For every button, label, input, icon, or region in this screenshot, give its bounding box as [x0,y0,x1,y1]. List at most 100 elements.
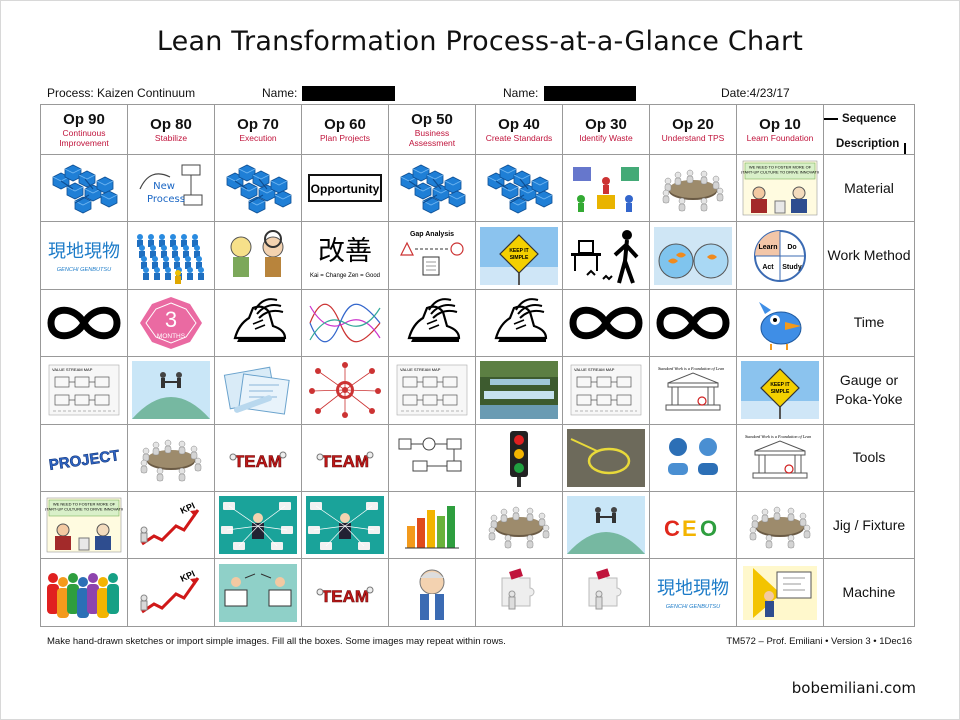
chart-cell [562,153,650,223]
op-code: Op 40 [498,116,540,133]
instructions-footnote: Make hand-drawn sketches or import simpl… [47,636,506,647]
svg-text:Standard Work is a Foundation: Standard Work is a Foundation of Lean [745,434,811,439]
team-text-icon: TEAM [306,429,384,487]
lean-house-icon: Standard Work is a Foundation of Lean [741,429,819,487]
row-description-label: Gauge or Poka-Yoke [823,356,915,425]
chart-cell: TEAM [214,423,302,492]
chart-cell: Learn Do Act Study [736,221,824,290]
chart-cell: 改善 Kai = Change Zen = Good [301,221,389,290]
infinity-icon [567,294,645,352]
infinity-icon [654,294,732,352]
chart-cell [649,288,737,358]
svg-text:WE NEED TO FOSTER MORE OF: WE NEED TO FOSTER MORE OF [749,165,812,170]
startup-cartoon-icon: WE NEED TO FOSTER MORE OF A START-UP CUL… [45,496,123,554]
process-field: Process: Kaizen Continuum [47,86,196,100]
chart-cell [301,356,389,425]
chart-cell [40,558,128,627]
genchi-genbutsu-icon: 現地現物 GENCHI GENBUTSU [45,227,123,285]
chart-cell [214,288,302,358]
svg-text:Do: Do [787,244,796,251]
chart-cell: New Process [127,153,215,223]
chart-cell: TEAM [301,423,389,492]
leader-network-icon [306,496,384,555]
svg-text:SIMPLE: SIMPLE [771,389,790,395]
chart-cell: Gap Analysis [388,221,476,290]
two-screens-icon [219,563,297,622]
fishbowl-icon [654,226,732,285]
svg-text:Kai = Change Zen = Good: Kai = Change Zen = Good [310,273,380,279]
arrow-down-icon [904,143,906,154]
chart-cell [388,490,476,560]
svg-text:Process: Process [147,194,185,205]
magnifier-cartoon-icon [219,227,297,285]
pdca-circle-icon: Learn Do Act Study [741,227,819,285]
svg-text:Opportunity: Opportunity [311,182,380,196]
sine-waves-icon [306,294,384,352]
svg-text:TEAM: TEAM [234,452,282,471]
winged-shoe-icon [480,294,558,352]
chart-row-material: New Process Opportunity WE NEED TO FOSTER… [40,153,915,223]
chart-cell: VALUE STREAM MAP [40,356,128,425]
chart-cell [562,288,650,358]
waste-figures-icon [567,159,645,217]
genchi-genbutsu-icon: 現地現物 GENCHI GENBUTSU [654,564,732,622]
op-code: Op 80 [150,116,192,133]
chart-cell: KPI [127,558,215,627]
svg-text:O: O [700,516,717,541]
op-description: Plan Projects [319,133,371,143]
chart-cell [214,356,302,425]
value-stream-map-icon: VALUE STREAM MAP [393,361,471,419]
flow-diagram-icon [393,429,471,487]
chart-cell: Standard Work is a Foundation of Lean [736,423,824,492]
svg-text:MONTHS: MONTHS [157,333,186,340]
walking-desk-icon [567,227,645,285]
three-months-icon: 3 MONTHS [132,294,210,352]
blue-bird-icon [741,294,819,352]
sequence-label: Sequence [842,113,897,125]
course-version-footnote: TM572 – Prof. Emiliani • Version 3 • 1De… [726,636,912,647]
chart-row-gauge-or-poka-yoke: VALUE STREAM MAP VALUE STREAM MAP VALUE … [40,356,915,425]
svg-text:C: C [664,516,680,541]
chart-cell [475,356,563,425]
row-description-label: Work Method [823,221,915,290]
chart-cell [562,221,650,290]
puzzle-figure-icon [567,564,645,622]
chart-cell [214,558,302,627]
op-description: Business Assessment [408,128,456,148]
chart-cell [562,558,650,627]
target-network-icon [306,361,384,419]
form-header: Process: Kaizen Continuum Name: Name: Da… [47,86,867,102]
op-description: Stabilize [154,133,188,143]
svg-text:Gap Analysis: Gap Analysis [410,231,454,238]
chart-row-work-method: 現地現物 GENCHI GENBUTSU 改善 Kai = Change Zen… [40,221,915,290]
svg-text:VALUE STREAM MAP: VALUE STREAM MAP [400,367,441,372]
chart-cell [388,288,476,358]
chart-cell [475,423,563,492]
svg-text:Study: Study [782,264,802,271]
waterfall-icon [480,361,558,420]
chart-cell [388,153,476,223]
kaizen-kanji-icon: 改善 Kai = Change Zen = Good [306,227,384,285]
meeting-table-icon [132,429,210,487]
keep-simple-sign-icon: KEEP IT SIMPLE [741,361,819,420]
svg-text:3: 3 [165,307,177,332]
traffic-light-icon [480,429,558,487]
gap-analysis-icon: Gap Analysis [393,227,471,285]
chart-cell [475,153,563,223]
meeting-table-icon [654,159,732,217]
people-crowd-icon [45,564,123,622]
chart-cell [475,558,563,627]
svg-text:E: E [682,516,697,541]
chart-cell [40,153,128,223]
svg-text:改善: 改善 [318,236,372,267]
op-code: Op 20 [672,116,714,133]
op-description: Identify Waste [579,133,633,143]
keep-simple-sign-icon: KEEP IT SIMPLE [480,226,558,285]
svg-text:TEAM: TEAM [321,452,369,471]
chart-cell: TEAM [301,558,389,627]
bar-chart-icon [393,496,471,554]
svg-text:A START-UP CULTURE TO DRIVE IN: A START-UP CULTURE TO DRIVE INNOVATION [45,507,123,512]
old-man-icon [393,564,471,622]
chart-cell [214,490,302,560]
